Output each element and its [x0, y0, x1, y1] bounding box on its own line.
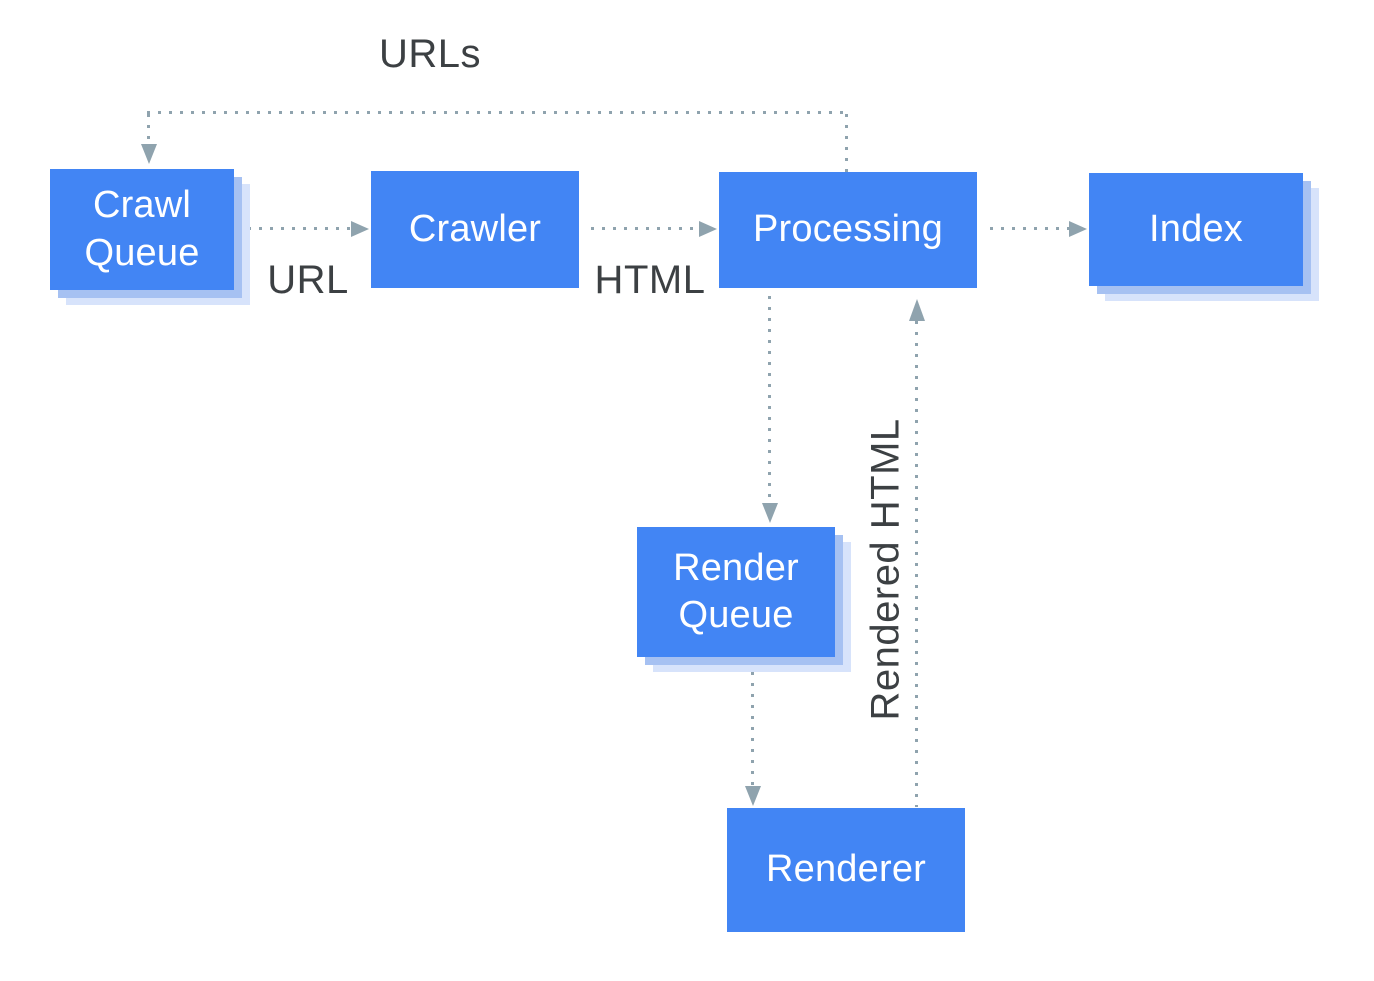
arrowhead-right-into-processing [699, 221, 717, 237]
rendered-html-edge-label: Rendered HTML [863, 418, 908, 721]
connector-processing-to-renderqueue [768, 296, 771, 504]
connector-processing-to-crawlqueue-left-vertical [147, 114, 150, 144]
connector-processing-to-crawlqueue-horizontal [147, 111, 847, 114]
connector-renderqueue-to-renderer [751, 672, 754, 787]
connector-processing-to-crawlqueue-right-vertical [845, 114, 848, 172]
connector-processing-to-index [990, 227, 1069, 230]
html-edge-label: HTML [594, 258, 706, 302]
node-crawler: Crawler [371, 171, 579, 288]
node-processing: Processing [719, 172, 977, 288]
url-edge-label: URL [267, 258, 349, 302]
arrowhead-up-into-processing [909, 299, 925, 321]
connector-crawlqueue-to-crawler [248, 227, 351, 230]
arrowhead-down-into-crawl-queue [141, 144, 157, 164]
arrowhead-right-into-index [1069, 221, 1087, 237]
urls-edge-label: URLs [378, 32, 482, 76]
node-crawl-queue: Crawl Queue [50, 169, 234, 290]
connector-crawler-to-processing [591, 227, 699, 230]
connector-renderer-to-processing [915, 321, 918, 807]
node-index: Index [1089, 173, 1303, 286]
node-render-queue: Render Queue [637, 527, 835, 657]
arrowhead-right-into-crawler [351, 221, 369, 237]
arrowhead-down-into-render-queue [762, 503, 778, 523]
arrowhead-down-into-renderer [745, 786, 761, 806]
node-renderer: Renderer [727, 808, 965, 932]
